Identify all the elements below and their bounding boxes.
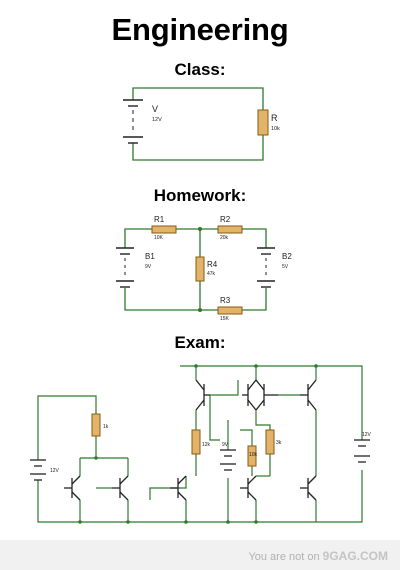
homework-r3-value: 15K bbox=[220, 316, 230, 322]
class-circuit bbox=[132, 87, 264, 161]
homework-r2-name: R2 bbox=[220, 215, 231, 224]
exam-resistor-mid-value: 12k bbox=[202, 442, 211, 448]
class-resistor-name: R bbox=[271, 113, 278, 123]
exam-resistor-a-value: 10k bbox=[249, 452, 258, 458]
homework-r1-name: R1 bbox=[154, 215, 165, 224]
homework-r3-name: R3 bbox=[220, 296, 231, 305]
exam-resistor-left-value: 1k bbox=[103, 424, 109, 430]
footer-bar: You are not on 9GAG.COM bbox=[0, 540, 400, 570]
class-battery-name: V bbox=[152, 104, 158, 114]
homework-b2-name: B2 bbox=[282, 252, 292, 261]
exam-battery-mid bbox=[220, 449, 236, 471]
exam-transistor-5 bbox=[242, 379, 257, 411]
page-title: Engineering bbox=[111, 12, 289, 47]
class-resistor bbox=[257, 109, 269, 136]
footer-text: You are not on 9GAG.COM bbox=[248, 549, 388, 563]
class-resistor-value: 10k bbox=[271, 126, 280, 132]
class-battery bbox=[123, 99, 143, 144]
exam-transistor-6 bbox=[255, 379, 278, 411]
exam-battery-left-value: 12V bbox=[50, 468, 60, 474]
exam-transistor-2 bbox=[112, 475, 129, 501]
exam-resistor-mid bbox=[191, 429, 201, 455]
homework-circuit bbox=[124, 228, 267, 311]
exam-circuit-wires bbox=[37, 365, 363, 523]
homework-r4-value: 47k bbox=[207, 271, 216, 277]
exam-resistor-b bbox=[265, 429, 275, 455]
exam-resistor-left bbox=[91, 413, 101, 437]
exam-transistor-3 bbox=[170, 475, 187, 501]
exam-transistor-4 bbox=[195, 379, 210, 411]
homework-section-label: Homework: bbox=[153, 186, 247, 205]
class-battery-value: 12V bbox=[152, 117, 162, 123]
footer-prefix: You are not on bbox=[248, 551, 323, 563]
homework-resistor-r1 bbox=[151, 225, 177, 234]
homework-battery-b1 bbox=[116, 247, 134, 288]
exam-resistor-a bbox=[247, 445, 257, 467]
circuit-diagrams: V 12V R 10k R1 10K R2 20k R3 bbox=[30, 87, 372, 524]
homework-b1-name: B1 bbox=[145, 252, 155, 261]
homework-battery-b2 bbox=[257, 247, 275, 288]
class-section-label: Class: bbox=[174, 60, 226, 79]
homework-resistor-r2 bbox=[217, 225, 243, 234]
homework-resistor-r4 bbox=[195, 256, 205, 282]
exam-battery-right bbox=[354, 439, 370, 463]
exam-battery-left bbox=[30, 459, 46, 481]
homework-r1-value: 10K bbox=[154, 235, 164, 241]
exam-transistor-1 bbox=[64, 475, 81, 501]
homework-r4-name: R4 bbox=[207, 260, 218, 269]
exam-transistor-8 bbox=[240, 475, 257, 501]
exam-battery-right-value: 12V bbox=[362, 432, 372, 438]
exam-section-label: Exam: bbox=[174, 333, 226, 352]
exam-transistor-7 bbox=[300, 379, 317, 411]
exam-resistor-b-value: 3k bbox=[276, 440, 282, 446]
homework-r2-value: 20k bbox=[220, 235, 229, 241]
homework-resistor-r3 bbox=[217, 306, 243, 315]
exam-battery-mid-value: 9V bbox=[222, 442, 229, 448]
exam-transistor-9 bbox=[300, 475, 317, 501]
homework-b1-value: 9V bbox=[145, 264, 152, 270]
homework-b2-value: 5V bbox=[282, 264, 289, 270]
footer-brand-link[interactable]: 9GAG.COM bbox=[322, 549, 388, 563]
